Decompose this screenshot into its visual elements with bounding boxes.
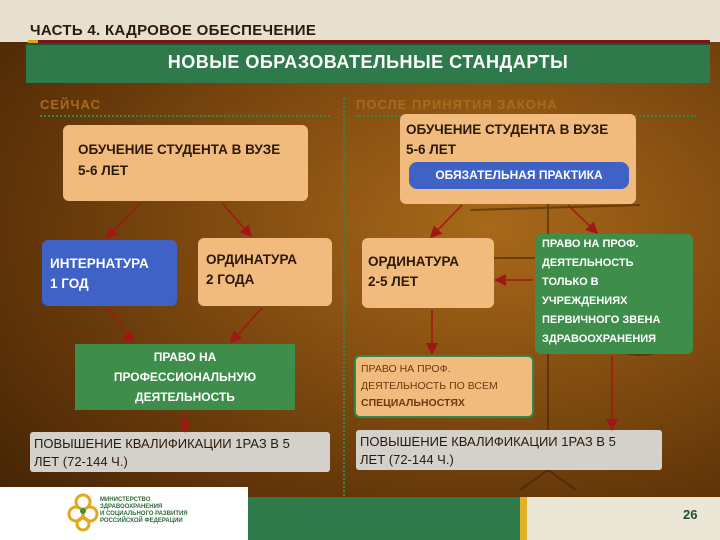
primary-right-line6: ЗДРАВООХРАНЕНИЯ [542, 333, 657, 345]
column-heading-after-law: ПОСЛЕ ПРИНЯТИЯ ЗАКОНА [356, 97, 558, 112]
box-qualification-now: ПОВЫШЕНИЕ КВАЛИФИКАЦИИ 1РАЗ В 5 ЛЕТ (72-… [30, 432, 330, 472]
footer-gold-stripe [520, 497, 527, 540]
section-title: ЧАСТЬ 4. КАДРОВОЕ ОБЕСПЕЧЕНИЕ [30, 22, 317, 39]
footer-logo-area [0, 487, 248, 540]
primary-right-line3: ТОЛЬКО В [542, 276, 599, 288]
study-after-label: ОБУЧЕНИЕ СТУДЕНТА В ВУЗЕ [406, 122, 609, 137]
qualification-now-line1: ПОВЫШЕНИЕ КВАЛИФИКАЦИИ 1РАЗ В 5 [34, 436, 290, 451]
right-to-practice-line3: ДЕЯТЕЛЬНОСТЬ [135, 390, 235, 404]
page-number: 26 [683, 507, 698, 522]
arrow-study-to-internship [105, 202, 141, 240]
ministry-logo-text: МИНИСТЕРСТВО ЗДРАВООХРАНЕНИЯ И СОЦИАЛЬНО… [100, 497, 190, 525]
primary-right-line1: ПРАВО НА ПРОФ. [542, 238, 639, 250]
column-divider [343, 98, 345, 528]
footer-green-bar [248, 497, 526, 540]
residency-now-duration: 2 ГОДА [206, 272, 255, 287]
logo-text-line2: ЗДРАВООХРАНЕНИЯ [100, 503, 163, 510]
internship-label: ИНТЕРНАТУРА [50, 256, 149, 271]
column-heading-now: СЕЙЧАС [40, 97, 101, 112]
qualification-now-line2: ЛЕТ (72-144 Ч.) [34, 454, 128, 469]
all-specialties-line2: ДЕЯТЕЛЬНОСТЬ ПО ВСЕМ [361, 380, 498, 392]
box-residency-now: ОРДИНАТУРА 2 ГОДА [198, 238, 332, 306]
ministry-logo [67, 493, 99, 532]
study-now-duration: 5-6 ЛЕТ [78, 163, 128, 178]
primary-right-line5: ПЕРВИЧНОГО ЗВЕНА [542, 314, 661, 326]
study-after-duration: 5-6 ЛЕТ [406, 142, 456, 157]
box-primary-care-right: ПРАВО НА ПРОФ. ДЕЯТЕЛЬНОСТЬ ТОЛЬКО В УЧР… [535, 234, 693, 354]
box-study-now: ОБУЧЕНИЕ СТУДЕНТА В ВУЗЕ 5-6 ЛЕТ [63, 125, 308, 201]
header-stripe-accent [28, 40, 38, 45]
all-specialties-line3: СПЕЦИАЛЬНОСТЯХ [361, 397, 465, 409]
mandatory-practice-label: ОБЯЗАТЕЛЬНАЯ ПРАКТИКА [435, 168, 603, 182]
study-now-label: ОБУЧЕНИЕ СТУДЕНТА В ВУЗЕ [78, 142, 281, 157]
arrow-study-to-residency [221, 202, 252, 238]
residency-now-label: ОРДИНАТУРА [206, 252, 298, 267]
primary-right-line2: ДЕЯТЕЛЬНОСТЬ [542, 257, 634, 269]
right-to-practice-line1: ПРАВО НА [153, 350, 217, 364]
box-all-specialties-right: ПРАВО НА ПРОФ. ДЕЯТЕЛЬНОСТЬ ПО ВСЕМ СПЕЦ… [354, 355, 534, 418]
logo-text-line4: РОССИЙСКОЙ ФЕДЕРАЦИИ [100, 517, 183, 524]
header-bar [0, 0, 720, 42]
qualification-after-line2: ЛЕТ (72-144 Ч.) [360, 452, 454, 467]
page-title: НОВЫЕ ОБРАЗОВАТЕЛЬНЫЕ СТАНДАРТЫ [167, 52, 569, 72]
column-underline-left [40, 115, 330, 117]
arrow-internship-to-right [107, 307, 134, 344]
box-mandatory-practice: ОБЯЗАТЕЛЬНАЯ ПРАКТИКА [409, 162, 629, 189]
residency-after-duration: 2-5 ЛЕТ [368, 274, 418, 289]
logo-text-line1: МИНИСТЕРСТВО [100, 497, 151, 503]
title-bar [26, 43, 710, 83]
box-right-to-practice: ПРАВО НА ПРОФЕССИОНАЛЬНУЮ ДЕЯТЕЛЬНОСТЬ [75, 344, 295, 410]
header-stripe [28, 40, 710, 45]
footer-cream-bar [527, 497, 720, 540]
box-qualification-after: ПОВЫШЕНИЕ КВАЛИФИКАЦИИ 1РАЗ В 5 ЛЕТ (72-… [356, 430, 662, 470]
all-specialties-line1: ПРАВО НА ПРОФ. [361, 363, 451, 375]
arrow-study-after-to-primary [567, 204, 599, 235]
internship-duration: 1 ГОД [50, 276, 89, 291]
residency-after-label: ОРДИНАТУРА [368, 254, 460, 269]
box-internship: ИНТЕРНАТУРА 1 ГОД [42, 240, 177, 306]
box-study-after: ОБУЧЕНИЕ СТУДЕНТА В ВУЗЕ 5-6 ЛЕТ ОБЯЗАТЕ… [400, 114, 636, 204]
primary-right-line4: УЧРЕЖДЕНИЯХ [542, 295, 628, 307]
box-residency-after: ОРДИНАТУРА 2-5 ЛЕТ [362, 238, 494, 308]
arrow-study-after-to-residency [429, 204, 463, 239]
qualification-after-line1: ПОВЫШЕНИЕ КВАЛИФИКАЦИИ 1РАЗ В 5 [360, 434, 616, 449]
arrow-residency-to-right [229, 307, 263, 344]
logo-text-line3: И СОЦИАЛЬНОГО РАЗВИТИЯ [100, 510, 188, 517]
right-to-practice-line2: ПРОФЕССИОНАЛЬНУЮ [113, 370, 257, 384]
